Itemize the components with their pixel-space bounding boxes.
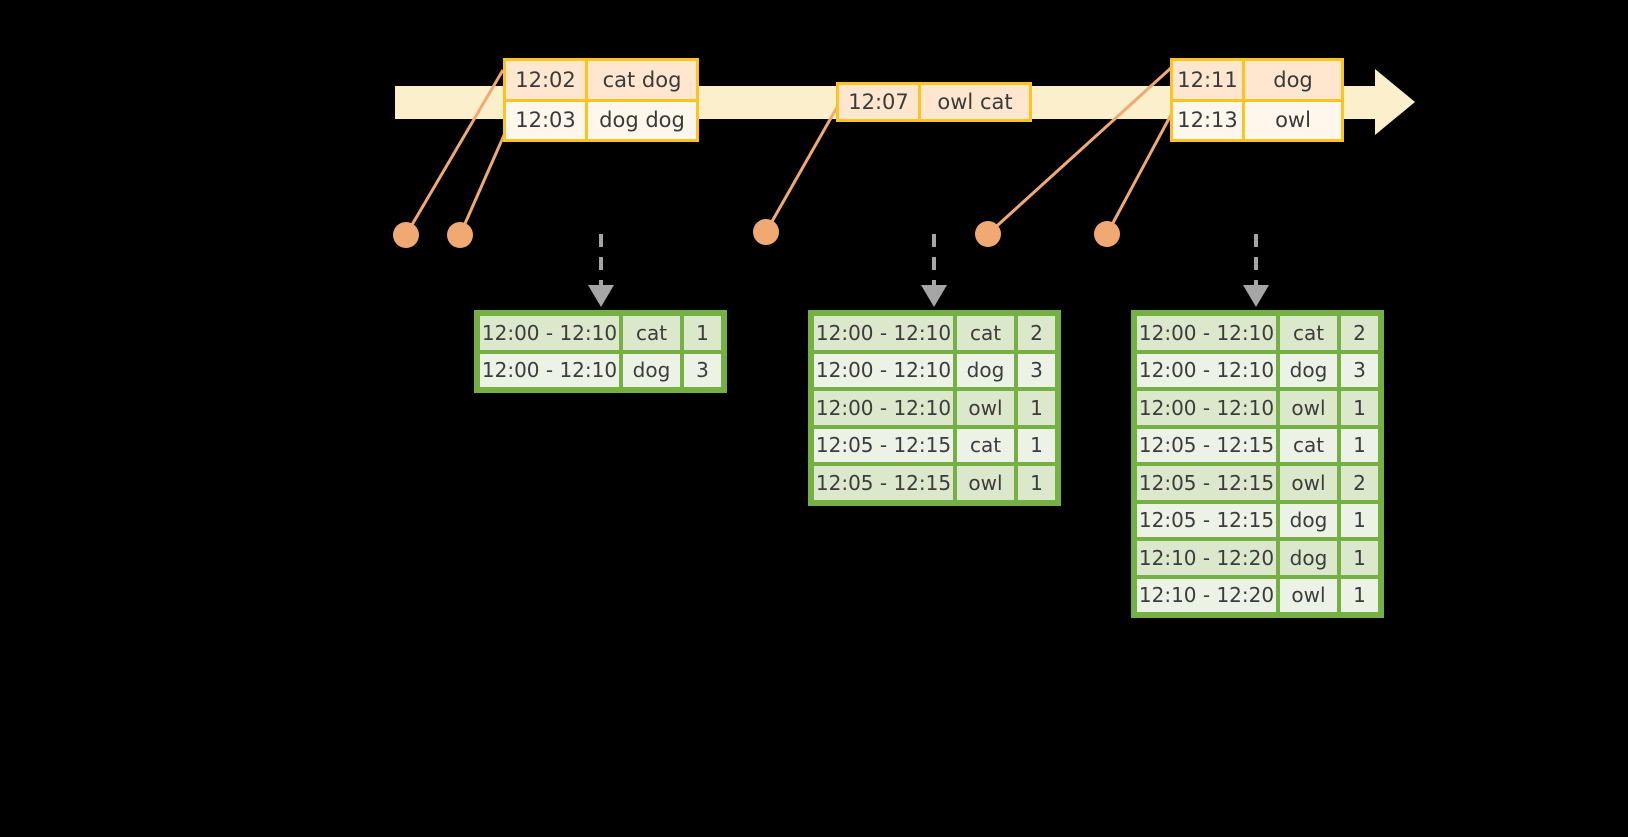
count-cell: 1 (1339, 426, 1380, 464)
word-cell: cat (955, 314, 1016, 352)
window-cell: 12:05 - 12:15 (1135, 464, 1278, 502)
window-cell: 12:00 - 12:10 (1135, 351, 1278, 389)
window-cell: 12:00 - 12:10 (478, 314, 621, 352)
word-cell: owl (1278, 576, 1339, 614)
word-cell: cat (955, 426, 1016, 464)
count-cell: 2 (1339, 464, 1380, 502)
event-time-cell: 12:02 (506, 61, 588, 99)
event-words-cell: owl (1245, 101, 1341, 139)
window-cell: 12:10 - 12:20 (1135, 539, 1278, 577)
word-cell: owl (955, 389, 1016, 427)
word-cell: owl (1278, 389, 1339, 427)
window-cell: 12:00 - 12:10 (812, 389, 955, 427)
event-time-cell: 12:13 (1173, 101, 1245, 139)
word-cell: owl (955, 464, 1016, 502)
window-cell: 12:00 - 12:10 (1135, 314, 1278, 352)
dashed-arrow-head-icon (588, 285, 614, 307)
connector-line (1105, 112, 1174, 235)
window-cell: 12:00 - 12:10 (478, 351, 621, 389)
word-cell: dog (955, 351, 1016, 389)
event-time-cell: 12:03 (506, 101, 588, 139)
dashed-arrow-head-icon (1243, 285, 1269, 307)
event-dot-markers (393, 219, 1120, 248)
event-dot-icon (753, 219, 779, 245)
event-words-cell: owl cat (921, 85, 1029, 119)
window-cell: 12:10 - 12:20 (1135, 576, 1278, 614)
window-cell: 12:00 - 12:10 (812, 314, 955, 352)
window-cell: 12:00 - 12:10 (1135, 389, 1278, 427)
event-words-cell: cat dog (588, 61, 696, 99)
event-dot-icon (447, 222, 473, 248)
word-cell: dog (621, 351, 682, 389)
timeline-arrowhead-icon (1375, 69, 1415, 135)
word-cell: cat (1278, 314, 1339, 352)
window-cell: 12:05 - 12:15 (812, 464, 955, 502)
count-cell: 1 (1339, 389, 1380, 427)
event-words-cell: dog (1245, 61, 1341, 99)
count-cell: 1 (1016, 389, 1057, 427)
word-cell: dog (1278, 539, 1339, 577)
window-cell: 12:05 - 12:15 (1135, 426, 1278, 464)
word-cell: dog (1278, 351, 1339, 389)
window-cell: 12:00 - 12:10 (812, 351, 955, 389)
count-cell: 1 (1339, 501, 1380, 539)
count-cell: 3 (1016, 351, 1057, 389)
word-cell: cat (621, 314, 682, 352)
count-cell: 1 (1016, 426, 1057, 464)
count-cell: 2 (1339, 314, 1380, 352)
window-cell: 12:05 - 12:15 (1135, 501, 1278, 539)
event-dot-icon (393, 222, 419, 248)
count-cell: 2 (1016, 314, 1057, 352)
count-cell: 1 (1339, 576, 1380, 614)
window-cell: 12:05 - 12:15 (812, 426, 955, 464)
count-cell: 3 (682, 351, 723, 389)
word-cell: dog (1278, 501, 1339, 539)
event-time-cell: 12:11 (1173, 61, 1245, 99)
word-cell: owl (1278, 464, 1339, 502)
event-dot-icon (975, 221, 1001, 247)
event-words-cell: dog dog (588, 101, 696, 139)
event-time-cell: 12:07 (839, 85, 921, 119)
event-dot-icon (1094, 221, 1120, 247)
word-cell: cat (1278, 426, 1339, 464)
count-cell: 3 (1339, 351, 1380, 389)
dashed-flow-arrows (588, 234, 1269, 307)
count-cell: 1 (1016, 464, 1057, 502)
count-cell: 1 (1339, 539, 1380, 577)
count-cell: 1 (682, 314, 723, 352)
dashed-arrow-head-icon (921, 285, 947, 307)
